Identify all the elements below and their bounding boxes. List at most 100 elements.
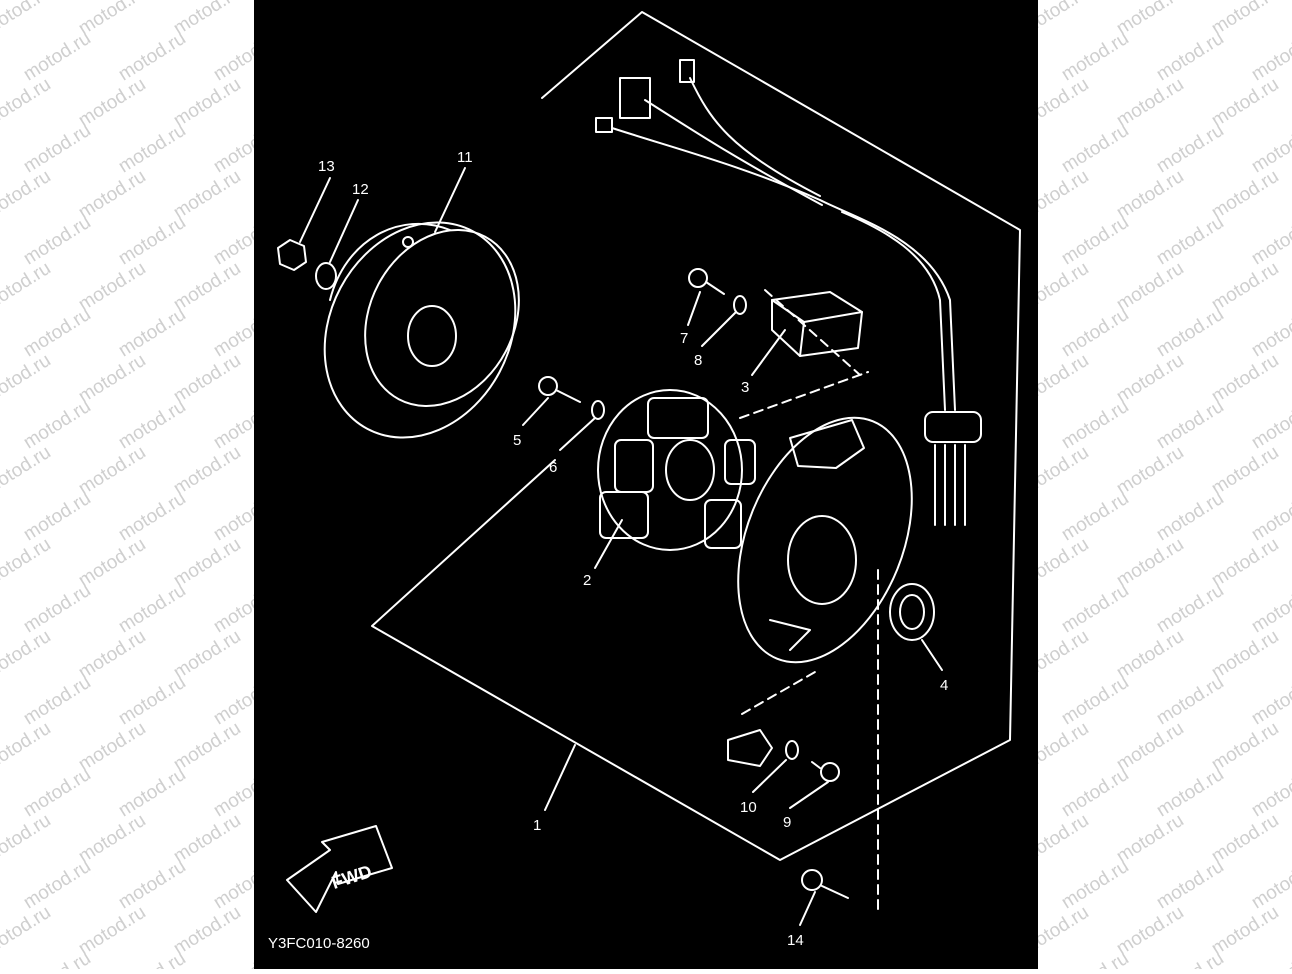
watermark-text: motod.ru xyxy=(1038,441,1093,500)
watermark-text: motod.ru xyxy=(1057,211,1133,270)
screw-part xyxy=(538,376,581,403)
watermark-text: motod.ru xyxy=(1057,579,1133,638)
watermark-text: motod.ru xyxy=(114,119,190,178)
watermark-text: motod.ru xyxy=(1152,119,1228,178)
watermark-text: motod.ru xyxy=(19,119,95,178)
watermark-text: motod.ru xyxy=(114,27,190,86)
callout-1: 1 xyxy=(533,817,541,834)
callout-5: 5 xyxy=(513,432,521,449)
watermark-text: motod.ru xyxy=(0,625,55,684)
stator-base-plate xyxy=(737,416,913,664)
watermark-text: motod.ru xyxy=(1057,487,1133,546)
watermark-text: motod.ru xyxy=(19,855,95,914)
watermark-text: motod.ru xyxy=(114,211,190,270)
watermark-text: motod.ru xyxy=(1057,671,1133,730)
watermark-text: motod.ru xyxy=(115,948,190,969)
washer-part xyxy=(315,262,337,290)
watermark-text: motod.ru xyxy=(0,809,55,868)
callout-7: 7 xyxy=(680,330,688,347)
watermark-text: motod.ru xyxy=(1057,119,1133,178)
watermark-text: motod.ru xyxy=(1152,487,1228,546)
screw-part xyxy=(811,761,840,782)
watermark-text: motod.ru xyxy=(114,763,190,822)
watermark-text: motod.ru xyxy=(210,948,254,969)
watermark-text: motod.ru xyxy=(1038,533,1093,592)
watermark-text: motod.ru xyxy=(1152,671,1228,730)
watermark-text: motod.ru xyxy=(1038,901,1093,960)
lock-washer-part xyxy=(785,740,799,760)
watermark-text: motod.ru xyxy=(0,165,55,224)
watermark-text: motod.ru xyxy=(1152,211,1228,270)
watermark-text: motod.ru xyxy=(1058,948,1133,969)
watermark-text: motod.ru xyxy=(1038,625,1093,684)
oil-seal xyxy=(889,583,935,641)
watermark-text: motod.ru xyxy=(1038,73,1093,132)
screw-part xyxy=(688,268,725,295)
watermark-text: motod.ru xyxy=(1038,809,1093,868)
watermark-text: motod.ru xyxy=(1248,948,1292,969)
dashed-guide-line xyxy=(739,371,869,419)
callout-11: 11 xyxy=(457,149,473,166)
lock-washer-part xyxy=(733,295,747,315)
watermark-text: motod.ru xyxy=(1038,165,1093,224)
watermark-text: motod.ru xyxy=(114,579,190,638)
callout-12: 12 xyxy=(352,181,369,198)
diagram-svg: 1 2 3 4 5 6 7 8 9 10 11 12 13 14 FWD Y3F… xyxy=(268,11,1021,952)
callout-14: 14 xyxy=(787,932,804,949)
watermark-text: motod.ru xyxy=(1153,948,1228,969)
assembly-outline xyxy=(371,11,1021,861)
flywheel-rotor xyxy=(323,221,520,439)
watermark-text: motod.ru xyxy=(20,948,95,969)
screw-part xyxy=(801,869,849,899)
watermark-text: motod.ru xyxy=(114,303,190,362)
watermark-text: motod.ru xyxy=(1038,717,1093,776)
watermark-text: motod.ru xyxy=(114,671,190,730)
forward-direction-arrow xyxy=(286,825,393,913)
callout-13: 13 xyxy=(318,158,335,175)
watermark-text: motod.ru xyxy=(19,671,95,730)
watermark-text: motod.ru xyxy=(114,487,190,546)
watermark-text: motod.ru xyxy=(1152,763,1228,822)
watermark-text: motod.ru xyxy=(0,73,55,132)
watermark-text: motod.ru xyxy=(1038,349,1093,408)
watermark-text: motod.ru xyxy=(19,211,95,270)
dashed-guide-line xyxy=(741,671,816,715)
watermark-text: motod.ru xyxy=(1057,303,1133,362)
watermark-text: motod.ru xyxy=(1057,855,1133,914)
stator-coil xyxy=(597,389,756,551)
watermark-text: motod.ru xyxy=(0,0,55,40)
watermark-text: motod.ru xyxy=(0,533,55,592)
watermark-text: motod.ru xyxy=(0,717,55,776)
watermark-text: motod.ru xyxy=(114,395,190,454)
callout-2: 2 xyxy=(583,572,591,589)
watermark-text: motod.ru xyxy=(0,349,55,408)
watermark-text: motod.ru xyxy=(1152,579,1228,638)
watermark-text: motod.ru xyxy=(19,763,95,822)
watermark-text: motod.ru xyxy=(1038,257,1093,316)
watermark-text: motod.ru xyxy=(1057,27,1133,86)
leader-lines xyxy=(299,167,943,926)
wiring-harness xyxy=(595,59,982,526)
callout-6: 6 xyxy=(549,459,557,476)
callout-4: 4 xyxy=(940,677,948,694)
fwd-label: FWD xyxy=(329,861,374,893)
callout-3: 3 xyxy=(741,379,749,396)
wire-clamp xyxy=(727,729,773,767)
watermark-text: motod.ru xyxy=(19,27,95,86)
diagram-code: Y3FC010-8260 xyxy=(268,935,370,952)
dashed-guide-line xyxy=(764,289,861,376)
watermark-text: motod.ru xyxy=(1152,27,1228,86)
watermark-text: motod.ru xyxy=(114,855,190,914)
watermark-text: motod.ru xyxy=(19,579,95,638)
watermark-text: motod.ru xyxy=(1152,303,1228,362)
watermark-text: motod.ru xyxy=(0,901,55,960)
watermark-text: motod.ru xyxy=(1152,855,1228,914)
callout-9: 9 xyxy=(783,814,791,831)
callout-8: 8 xyxy=(694,352,702,369)
callout-10: 10 xyxy=(740,799,757,816)
watermark-text: motod.ru xyxy=(1038,0,1093,40)
nut-part xyxy=(277,239,307,271)
watermark-text: motod.ru xyxy=(0,257,55,316)
watermark-text: motod.ru xyxy=(1057,763,1133,822)
